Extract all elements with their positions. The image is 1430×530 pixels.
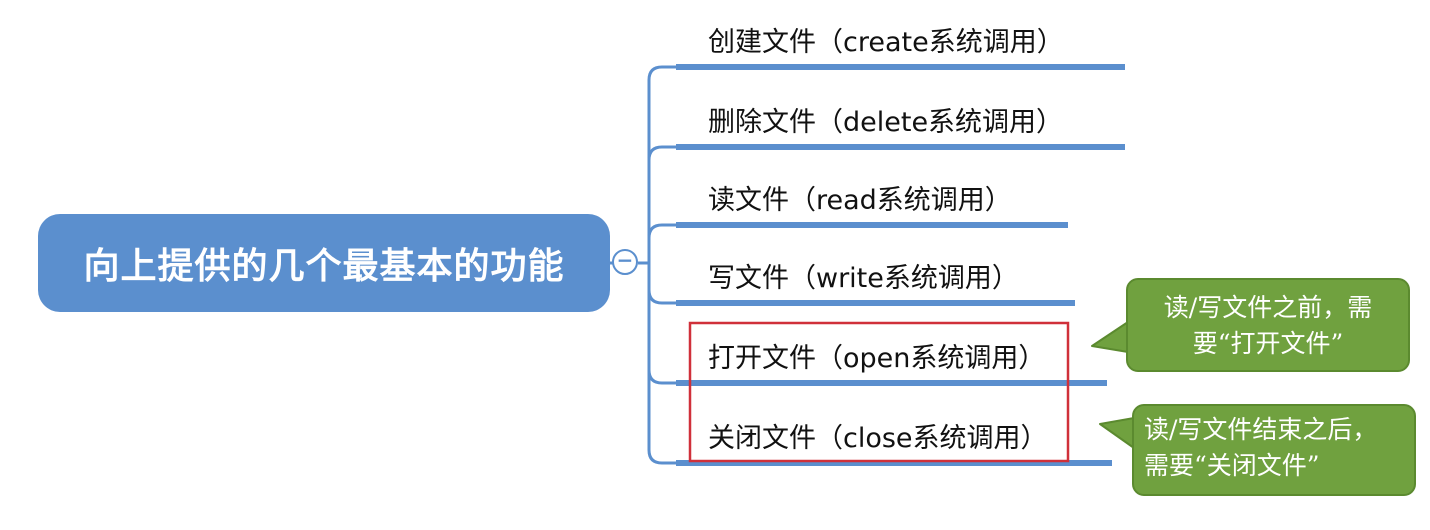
branch-curve-create — [647, 65, 676, 81]
branch-write-file[interactable]: 写文件（write系统调用） — [708, 263, 1019, 294]
callout-open-line-1: 读/写文件之前，需 — [1163, 293, 1373, 322]
callout-pointer-close — [1099, 417, 1135, 449]
callout-close-line-1: 读/写文件结束之后， — [1144, 415, 1378, 444]
branch-curve-write — [647, 289, 676, 305]
branch-curve-delete — [647, 145, 676, 161]
branch-underline-open — [676, 380, 1107, 386]
highlight-box — [688, 321, 1070, 463]
branch-underline-create — [676, 64, 1125, 70]
callout-open-note: 读/写文件之前，需 要“打开文件” — [1126, 278, 1410, 372]
branch-underline-delete — [676, 144, 1125, 150]
branch-curve-read — [647, 223, 676, 239]
callout-open-line-2: 要“打开文件” — [1192, 329, 1344, 358]
callout-pointer-open — [1091, 321, 1129, 353]
branch-underline-close — [676, 460, 1112, 466]
branch-underline-read — [676, 222, 1068, 228]
branch-create-file[interactable]: 创建文件（create系统调用） — [708, 27, 1064, 58]
root-label: 向上提供的几个最基本的功能 — [83, 246, 565, 287]
branch-delete-file[interactable]: 删除文件（delete系统调用） — [708, 107, 1064, 138]
root-node[interactable]: 向上提供的几个最基本的功能 — [38, 214, 610, 312]
branch-read-file[interactable]: 读文件（read系统调用） — [708, 185, 1012, 216]
branch-underline-write — [676, 300, 1075, 306]
collapse-toggle-icon[interactable]: − — [612, 249, 638, 275]
branch-close-file[interactable]: 关闭文件（close系统调用） — [708, 423, 1048, 454]
branch-curve-close — [647, 449, 676, 465]
branch-open-file[interactable]: 打开文件（open系统调用） — [708, 343, 1046, 374]
branch-curve-open — [647, 369, 676, 385]
callout-close-note: 读/写文件结束之后， 需要“关闭文件” — [1132, 404, 1416, 496]
callout-close-line-2: 需要“关闭文件” — [1144, 451, 1320, 480]
